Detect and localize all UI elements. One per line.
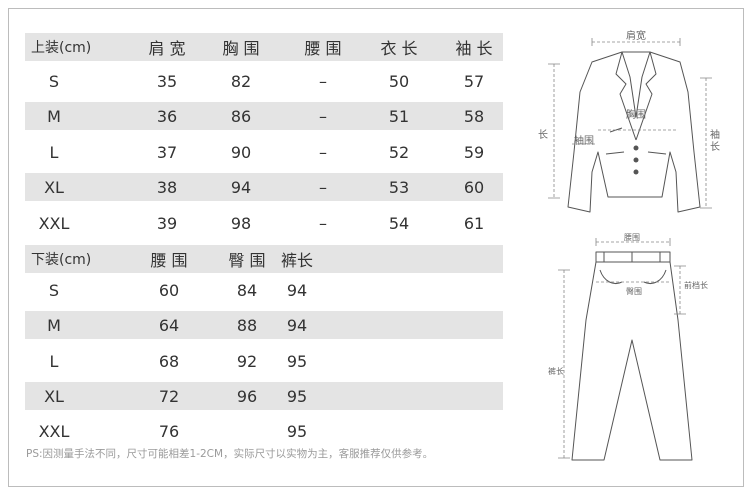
tops-header-length: 衣 长 bbox=[380, 39, 418, 58]
jacket-label-sleeve: 袖长 bbox=[710, 128, 720, 153]
jacket-label-length: 长 bbox=[538, 129, 548, 141]
size-label: L bbox=[49, 351, 59, 371]
length-value: 95 bbox=[286, 351, 308, 371]
jacket-button bbox=[633, 157, 639, 163]
tops-header-category: 上装(cm) bbox=[31, 40, 92, 56]
table-row: S 60 84 94 bbox=[25, 276, 503, 304]
hip-value: 96 bbox=[236, 386, 258, 406]
pants-measurement-diagram: 腰围 前档长 臀围 裤长 bbox=[540, 230, 740, 475]
size-label: M bbox=[47, 315, 61, 335]
sleeve-value: 61 bbox=[463, 213, 485, 233]
pants-label-length: 裤长 bbox=[548, 366, 564, 376]
waist-value: 64 bbox=[158, 315, 180, 335]
measurement-note: PS:因测量手法不同，尺寸可能相差1-2CM，实际尺寸以实物为主，客服推荐仅供参… bbox=[26, 448, 434, 460]
shoulder-value: 36 bbox=[156, 106, 178, 126]
length-value: 95 bbox=[286, 421, 308, 441]
jacket-button bbox=[633, 145, 639, 151]
tops-header-chest: 胸 围 bbox=[222, 39, 260, 58]
waist-value: – bbox=[319, 142, 327, 162]
chest-value: 98 bbox=[230, 213, 252, 233]
waist-value: 60 bbox=[158, 280, 180, 300]
length-value: 52 bbox=[388, 142, 410, 162]
shoulder-value: 35 bbox=[156, 71, 178, 91]
table-row: M 36 86 – 51 58 bbox=[25, 102, 503, 130]
bottoms-header-length: 裤长 bbox=[280, 251, 313, 270]
waist-value: – bbox=[319, 106, 327, 126]
waist-value: – bbox=[319, 213, 327, 233]
jacket-label-chest: 胸围 bbox=[626, 108, 646, 121]
waist-value: 76 bbox=[158, 421, 180, 441]
size-label: M bbox=[47, 106, 61, 126]
length-value: 94 bbox=[286, 315, 308, 335]
table-row: XL 38 94 – 53 60 bbox=[25, 173, 503, 201]
size-label: XL bbox=[44, 177, 64, 197]
chest-value: 90 bbox=[230, 142, 252, 162]
sleeve-value: 57 bbox=[463, 71, 485, 91]
size-label: XXL bbox=[38, 421, 70, 441]
tops-header-shoulder: 肩 宽 bbox=[148, 39, 186, 58]
table-row: S 35 82 – 50 57 bbox=[25, 67, 503, 95]
tops-header-waist: 腰 围 bbox=[304, 39, 342, 58]
waist-value: – bbox=[319, 177, 327, 197]
shoulder-value: 39 bbox=[156, 213, 178, 233]
shoulder-value: 38 bbox=[156, 177, 178, 197]
table-row: XXL 76 95 bbox=[25, 417, 503, 445]
size-label: XL bbox=[44, 386, 64, 406]
hip-value: 92 bbox=[236, 351, 258, 371]
jacket-button bbox=[633, 169, 639, 175]
bottoms-header-hip: 臀 围 bbox=[228, 251, 266, 270]
length-value: 50 bbox=[388, 71, 410, 91]
length-value: 51 bbox=[388, 106, 410, 126]
hip-value: 88 bbox=[236, 315, 258, 335]
page-frame bbox=[8, 8, 744, 487]
chest-value: 82 bbox=[230, 71, 252, 91]
tops-header-sleeve: 袖 长 bbox=[455, 39, 493, 58]
jacket-label-shoulder: 肩宽 bbox=[626, 29, 646, 42]
pants-label-front-rise: 前档长 bbox=[684, 280, 708, 290]
bottoms-header-waist: 腰 围 bbox=[150, 251, 188, 270]
bottoms-header-row: 下装(cm) 腰 围 臀 围 裤长 bbox=[25, 245, 503, 273]
length-value: 94 bbox=[286, 280, 308, 300]
length-value: 54 bbox=[388, 213, 410, 233]
size-label: S bbox=[48, 71, 60, 91]
size-label: L bbox=[49, 142, 59, 162]
waist-value: 68 bbox=[158, 351, 180, 371]
pants-label-hip: 臀围 bbox=[626, 287, 642, 296]
size-label: XXL bbox=[38, 213, 70, 233]
length-value: 53 bbox=[388, 177, 410, 197]
pants-label-waist: 腰围 bbox=[624, 233, 640, 242]
jacket-label-waist: 袖围 bbox=[574, 134, 594, 147]
chest-value: 86 bbox=[230, 106, 252, 126]
table-row: XXL 39 98 – 54 61 bbox=[25, 209, 503, 237]
length-value: 95 bbox=[286, 386, 308, 406]
hip-value: 84 bbox=[236, 280, 258, 300]
tops-header-row: 上装(cm) 肩 宽 胸 围 腰 围 衣 长 袖 长 bbox=[25, 33, 503, 61]
waist-value: 72 bbox=[158, 386, 180, 406]
table-row: L 68 92 95 bbox=[25, 347, 503, 375]
table-row: L 37 90 – 52 59 bbox=[25, 138, 503, 166]
jacket-measurement-diagram: 肩宽 胸围 长 袖围 袖长 bbox=[530, 22, 730, 222]
size-label: S bbox=[48, 280, 60, 300]
waist-value: – bbox=[319, 71, 327, 91]
sleeve-value: 60 bbox=[463, 177, 485, 197]
table-row: XL 72 96 95 bbox=[25, 382, 503, 410]
chest-value: 94 bbox=[230, 177, 252, 197]
sleeve-value: 59 bbox=[463, 142, 485, 162]
bottoms-header-category: 下装(cm) bbox=[31, 252, 92, 268]
table-row: M 64 88 94 bbox=[25, 311, 503, 339]
shoulder-value: 37 bbox=[156, 142, 178, 162]
sleeve-value: 58 bbox=[463, 106, 485, 126]
